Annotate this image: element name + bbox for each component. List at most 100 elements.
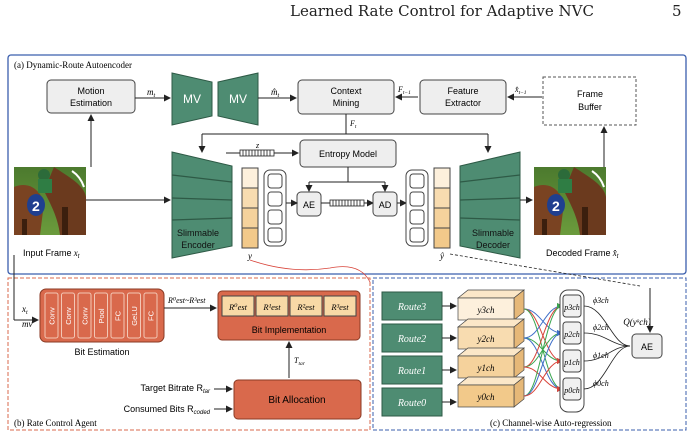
route-label-1: Route2	[397, 334, 426, 345]
motion-estimation-box	[46, 79, 136, 114]
phi-label-3: ϕ0ch	[593, 379, 609, 388]
ych-top-3	[457, 376, 525, 386]
r-est-cell-1	[255, 295, 289, 317]
phi-to-ae-1	[583, 332, 631, 347]
c-ae-box	[631, 333, 663, 359]
route-box-1	[381, 323, 443, 353]
motion-estimation-label-2: Estimation	[70, 98, 112, 108]
latent-yhat-strip	[433, 167, 451, 249]
panel-a-frame	[7, 54, 687, 275]
r-est-label-2: R²est	[296, 302, 315, 312]
estimation-layer-label-2: Conv	[81, 307, 90, 325]
estimation-layer-label-6: FC	[147, 310, 156, 321]
panel-b-title: (b) Rate Control Agent	[14, 418, 97, 428]
mv-decoder-label: MV	[229, 92, 247, 106]
y-gate-column	[263, 169, 287, 247]
p-ch-cell-0	[562, 294, 582, 318]
m-hat-label: m̂t	[271, 87, 280, 99]
route-label-3: Route0	[397, 398, 426, 409]
route-box-2	[381, 355, 443, 385]
route-label-0: Route3	[397, 302, 426, 313]
r-est-label-0: R⁰est	[228, 302, 248, 312]
estimation-layer-label-0: Conv	[48, 307, 57, 325]
decoder-label-2: Decoder	[476, 240, 510, 250]
estimation-layer-label-1: Conv	[64, 307, 73, 325]
ych-label-3: y0ch	[477, 392, 495, 402]
z-bitstream	[239, 149, 275, 157]
y-bitstream	[329, 199, 365, 207]
context-mining-label-1: Context	[330, 86, 362, 96]
frame-buffer-label-1: Frame	[577, 89, 603, 99]
decoded-frame-label: Decoded Frame x̂t	[546, 248, 619, 260]
ych-top-1	[457, 318, 525, 328]
ctx-arrow-3-0	[523, 303, 563, 397]
bit-allocation-label: Bit Allocation	[268, 395, 325, 406]
estimation-layer-2	[77, 292, 92, 339]
frame-buffer-label-2: Buffer	[578, 102, 602, 112]
yhat-gate-cells	[409, 173, 425, 243]
xt-input-label: xt	[21, 304, 28, 316]
phi-to-ae-3	[583, 345, 631, 390]
r-est-label-1: R¹est	[262, 302, 281, 312]
target-bitrate-label: Target Bitrate Rtar	[140, 383, 211, 395]
phi-label-1: ϕ2ch	[593, 323, 609, 332]
ych-label-1: y2ch	[477, 334, 495, 344]
mv-input-label: mv	[22, 319, 33, 329]
mv-decoder-shape	[217, 72, 259, 126]
estimation-layer-label-5: GeLU	[130, 306, 139, 326]
feature-extractor-label-1: Feature	[447, 86, 478, 96]
encoder-label-2: Encoder	[181, 240, 215, 250]
running-header-title: Learned Rate Control for Adaptive NVC	[290, 2, 594, 20]
encoder-slices	[171, 174, 233, 221]
link-y-to-agent	[249, 259, 371, 283]
panel-a-title: (a) Dynamic-Route Autoencoder	[14, 60, 132, 70]
x-hat-prev-label: x̂t−1	[514, 85, 527, 96]
context-mining-label-2: Mining	[333, 98, 360, 108]
ych-front-3	[457, 384, 515, 408]
ctx-arrow-3-2	[523, 358, 563, 397]
bit-estimation-label: Bit Estimation	[74, 347, 129, 357]
mv-encoder-label: MV	[183, 92, 201, 106]
p-ch-label-2: p1ch	[563, 358, 580, 367]
ych-top-2	[457, 347, 525, 357]
t-tar-label: Ttar	[294, 356, 306, 367]
z-label: z	[255, 141, 260, 150]
estimation-layer-1	[61, 292, 75, 339]
feature-extractor-box	[419, 79, 507, 115]
page-number: 5	[672, 2, 682, 20]
r-est-cell-3	[323, 295, 357, 317]
p-ch-cell-2	[562, 349, 582, 373]
r-est-label-3: R³est	[330, 302, 349, 312]
encoder-label-1: Slimmable	[177, 228, 219, 238]
feature-extractor-label-2: Extractor	[445, 98, 481, 108]
ctx-arrow-3-1	[523, 330, 563, 397]
latent-y-strip	[241, 167, 259, 249]
ych-top-0	[457, 289, 525, 299]
yhat-label: ŷ	[439, 251, 444, 261]
bit-implementation-label: Bit Implementation	[252, 325, 327, 335]
slimmable-decoder-shape	[459, 151, 521, 259]
input-frame-image	[13, 166, 87, 236]
phi-label-2: ϕ1ch	[593, 351, 609, 360]
ych-label-2: y1ch	[477, 363, 495, 373]
y-label: y	[247, 251, 252, 261]
estimation-layer-3	[94, 292, 108, 339]
p-ch-label-3: p0ch	[563, 386, 580, 395]
p-ch-label-1: p2ch	[563, 330, 580, 339]
y-gate-cells	[267, 173, 283, 243]
entropy-model-label: Entropy Model	[319, 149, 377, 159]
bit-allocation-box	[233, 379, 362, 420]
yhat-gate-column	[405, 169, 429, 247]
p-ch-label-0: p3ch	[563, 303, 580, 312]
r-est-cells: R⁰est R¹est R²est R³est	[221, 295, 357, 317]
panel-b-frame	[7, 277, 371, 431]
route-label-2: Route1	[397, 366, 426, 377]
estimation-layer-5	[127, 292, 141, 339]
q-label: Q(yᵏch)	[623, 317, 651, 327]
panel-c-frame	[372, 277, 687, 431]
p-ch-cell-3	[562, 377, 582, 401]
phi-to-ae-0	[583, 305, 631, 347]
